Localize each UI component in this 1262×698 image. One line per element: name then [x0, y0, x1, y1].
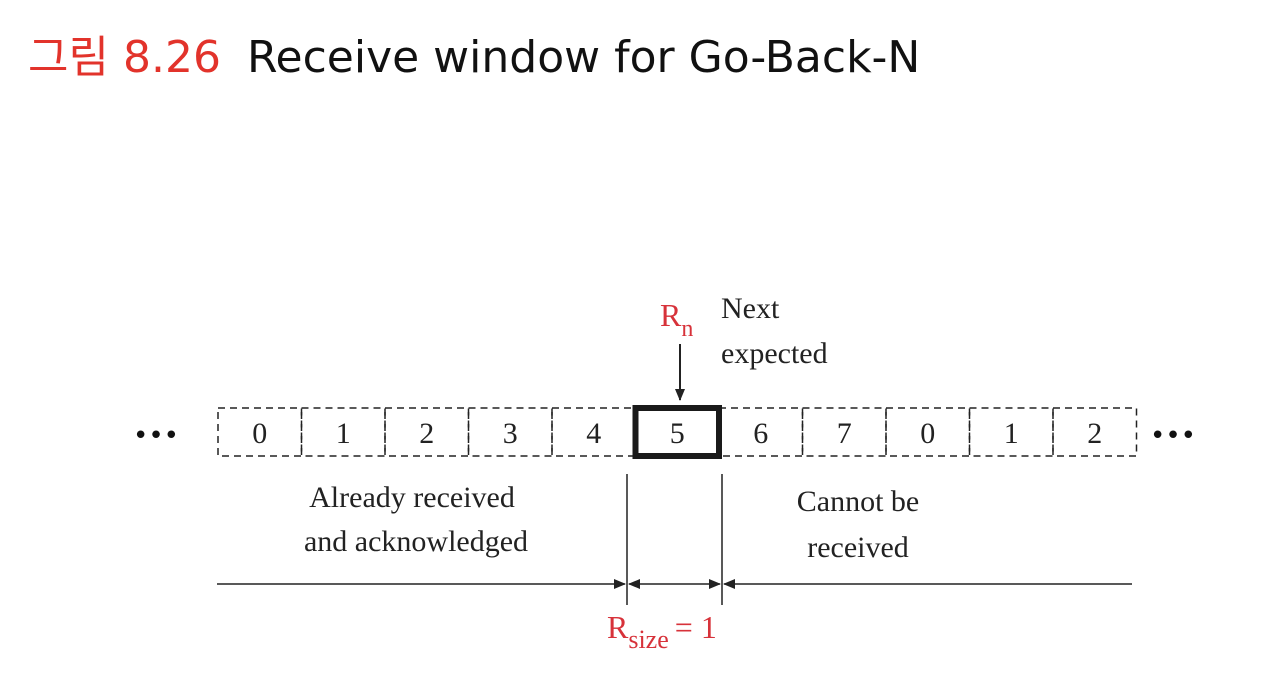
figure-title: Receive window for Go-Back-N [246, 32, 921, 83]
right-ellipsis: ••• [1150, 421, 1196, 451]
pointer-symbol: Rn [660, 297, 693, 342]
region-left-line1: Already received [309, 481, 515, 514]
frame-number: 4 [586, 417, 601, 450]
frame-number: 0 [920, 417, 935, 450]
frame-number: 6 [753, 417, 768, 450]
frame-number: 7 [837, 417, 852, 450]
region-right-line2: received [807, 531, 909, 564]
window-size-label: Rsize= 1 [607, 609, 717, 654]
frame-box [885, 407, 971, 457]
frame-number: 2 [1087, 417, 1102, 450]
region-left-line2: and acknowledged [304, 525, 528, 558]
frame-number: 0 [252, 417, 267, 450]
figure-number: 8.26 [122, 32, 221, 83]
current-frame-box [632, 405, 722, 459]
window-size-value: = 1 [675, 609, 717, 645]
frame-number: 2 [419, 417, 434, 450]
pointer-subscript: n [681, 316, 693, 342]
frame-box [1052, 407, 1138, 457]
slide-title: 그림 8.26 Receive window for Go-Back-N [28, 28, 920, 88]
frame-box [467, 407, 553, 457]
window-size-symbol: R [607, 609, 629, 645]
frame-number: 3 [503, 417, 518, 450]
frame-box [551, 407, 637, 457]
sequence-frames: 0 1 2 3 4 5 6 7 0 1 2 [217, 405, 1138, 459]
frame-number: 1 [1004, 417, 1019, 450]
frame-box [384, 407, 470, 457]
left-ellipsis: ••• [133, 421, 179, 451]
frame-number: 1 [336, 417, 351, 450]
frame-box [801, 407, 887, 457]
window-size-subscript: size [628, 625, 668, 654]
frame-box [718, 407, 804, 457]
frame-box [300, 407, 386, 457]
frame-box [968, 407, 1054, 457]
frame-box [217, 407, 303, 457]
pointer-label-expected: expected [721, 337, 828, 370]
title-prefix: 그림 [28, 32, 109, 83]
pointer-label-next: Next [721, 292, 780, 325]
pointer-symbol-r: R [660, 297, 682, 333]
current-frame-number: 5 [670, 417, 685, 450]
region-right-line1: Cannot be [797, 485, 919, 518]
